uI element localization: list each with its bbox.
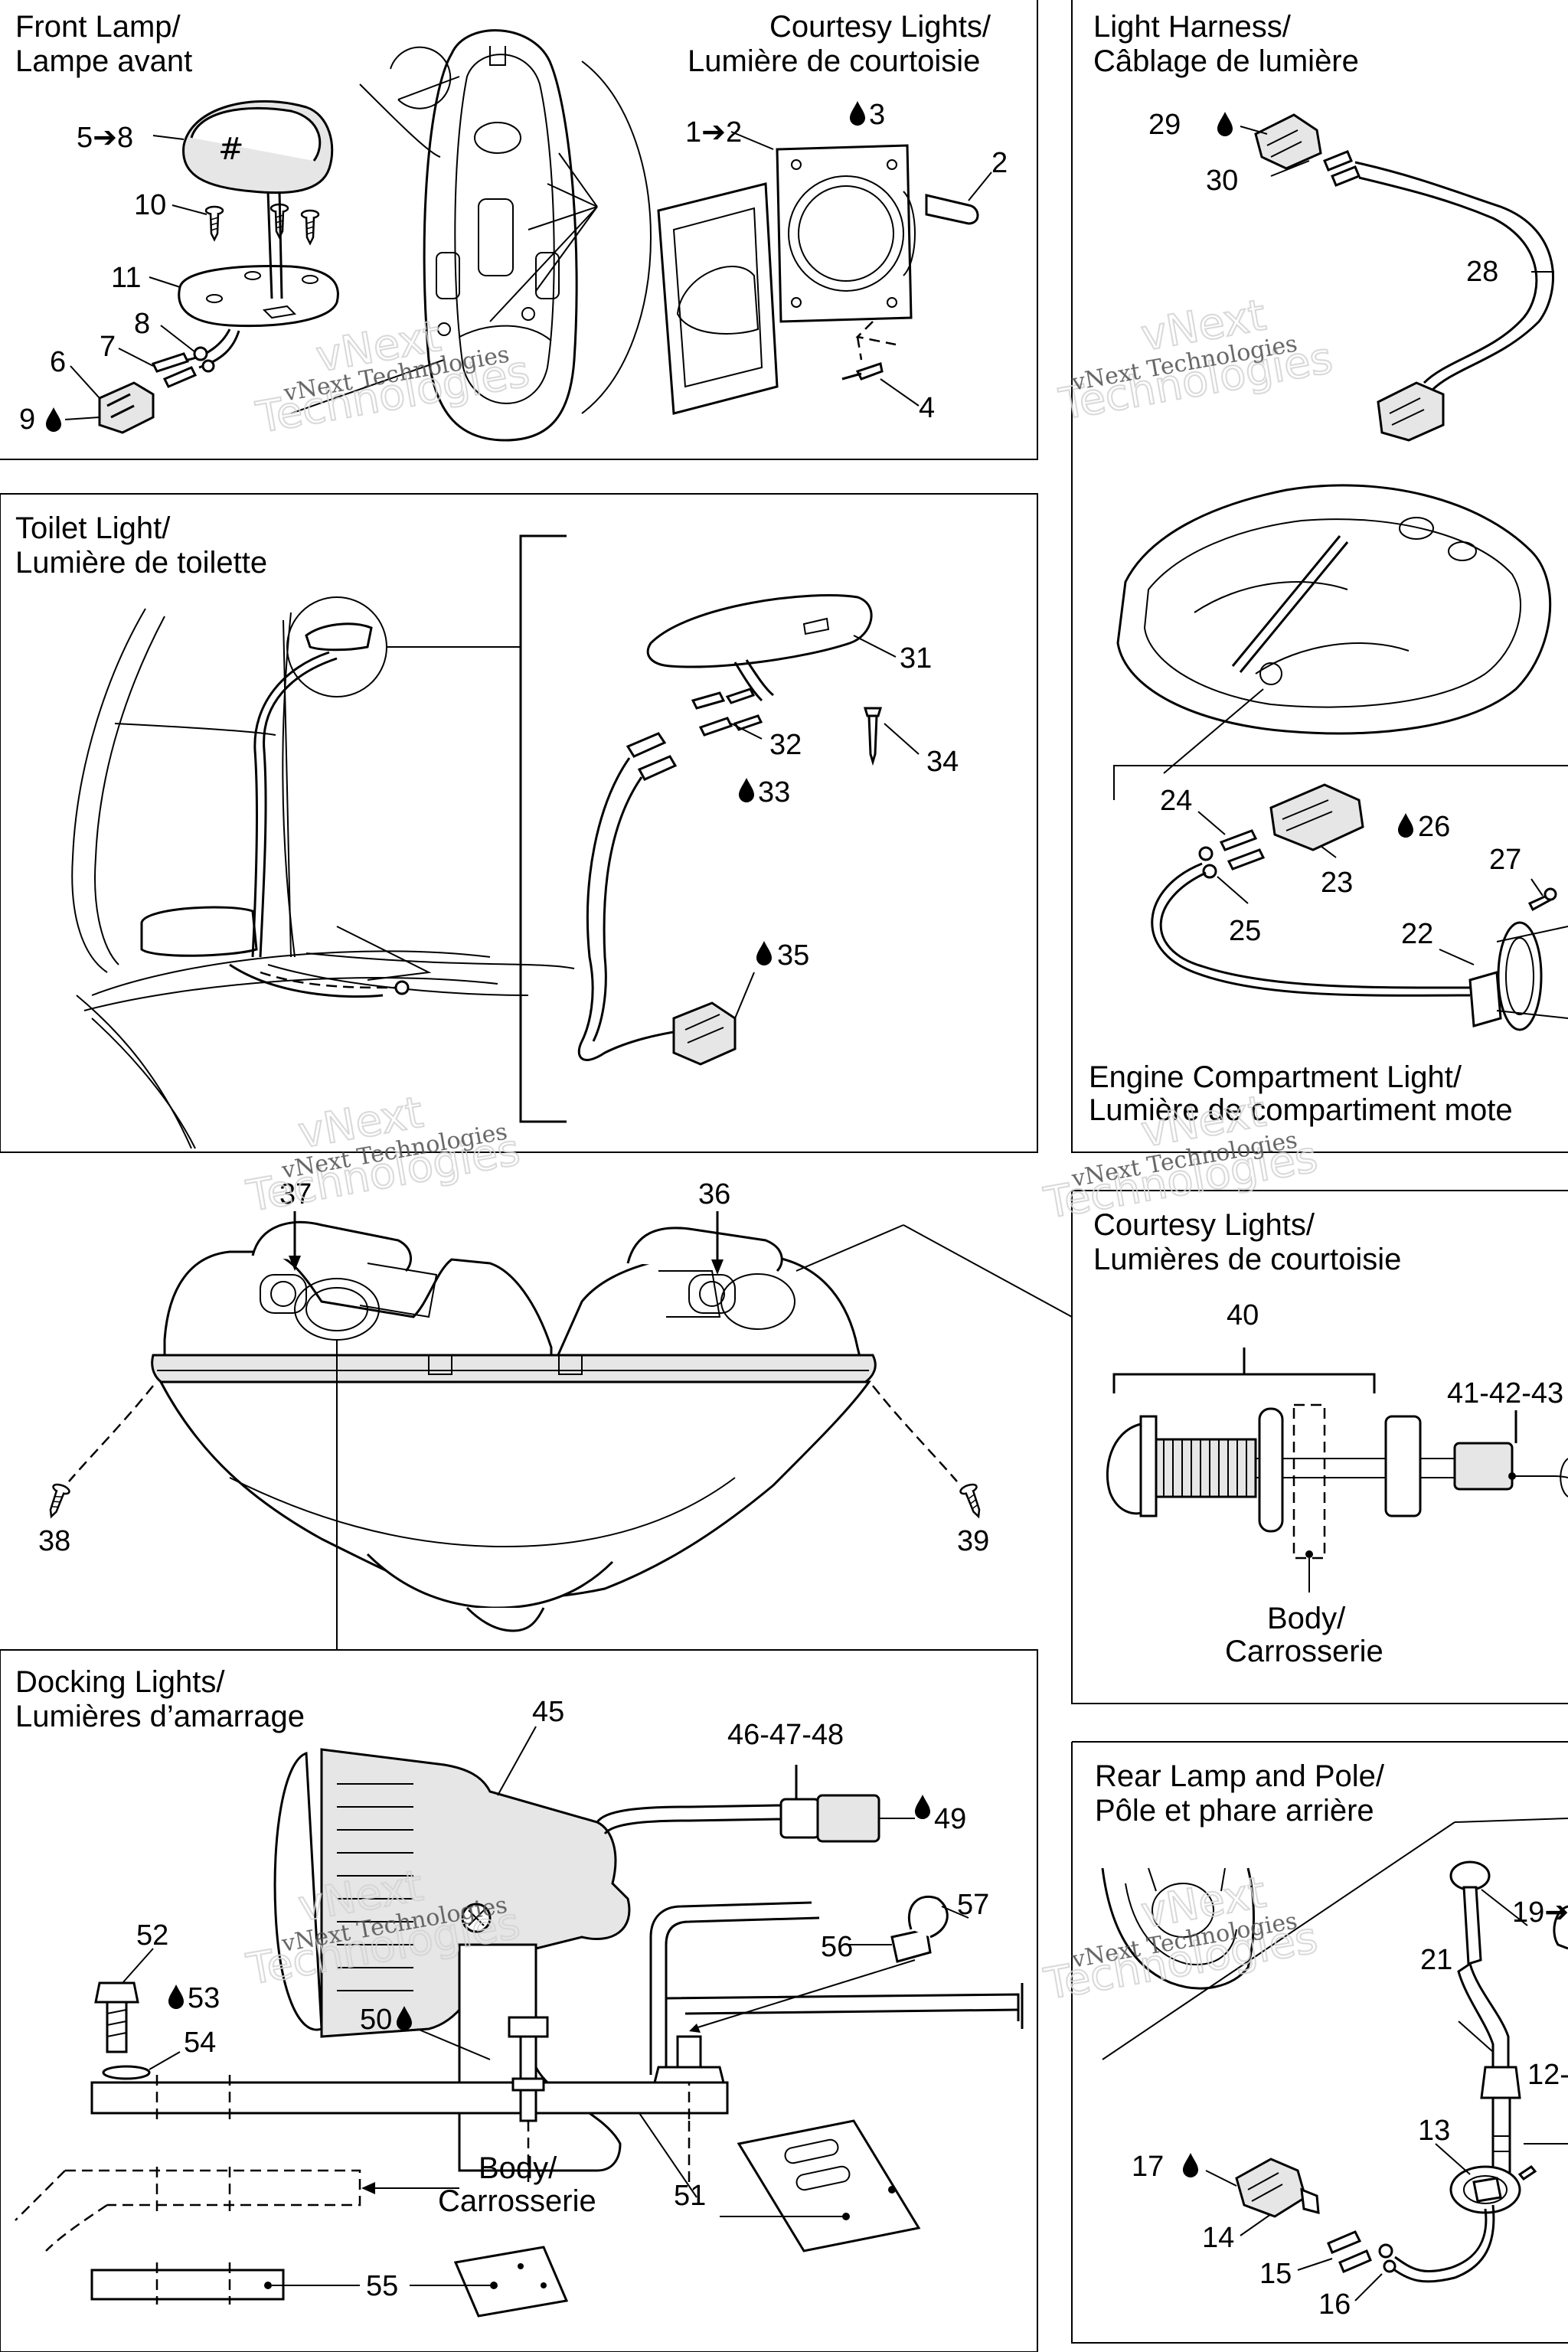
callout-2: 2 xyxy=(991,147,1008,179)
rear-lamp-subtitle: Pôle et phare arrière xyxy=(1095,1794,1374,1828)
callout-24: 24 xyxy=(1160,785,1192,817)
callout-29: 29 xyxy=(1148,109,1181,141)
engine-compartment-subtitle: Lumière de compartiment mote xyxy=(1089,1093,1513,1127)
callout-37: 37 xyxy=(279,1178,312,1210)
callout-50: 50 xyxy=(360,2004,392,2036)
light-harness-title: Light Harness/ xyxy=(1093,10,1292,44)
body-label-docking: Body/ xyxy=(479,2151,557,2185)
callout-22: 22 xyxy=(1401,918,1433,950)
courtesy-top-section: Courtesy Lights/ Lumière de courtoisie 1… xyxy=(657,10,1008,424)
callout-13: 13 xyxy=(1418,2115,1450,2147)
callout-17: 17 xyxy=(1132,2151,1164,2183)
callout-53: 53 xyxy=(188,1982,220,2014)
callout-57: 57 xyxy=(957,1889,989,1921)
callout-1-2: 1➔2 xyxy=(685,116,742,149)
callout-27: 27 xyxy=(1489,844,1521,876)
drop-icon xyxy=(915,1795,930,1819)
callout-32: 32 xyxy=(769,729,802,761)
callout-4: 4 xyxy=(919,392,935,424)
callout-11: 11 xyxy=(111,262,141,294)
front-lamp-section: Front Lamp/ Lampe avant # xyxy=(15,10,652,442)
callout-16: 16 xyxy=(1318,2288,1351,2321)
callout-21: 21 xyxy=(1420,1944,1452,1976)
front-lamp-title: Front Lamp/ xyxy=(15,10,181,44)
callout-51: 51 xyxy=(674,2180,706,2212)
callout-34: 34 xyxy=(926,746,959,778)
drop-icon xyxy=(168,1984,184,2009)
callout-40: 40 xyxy=(1227,1299,1259,1331)
courtesy-top-title: Courtesy Lights/ xyxy=(769,10,991,44)
light-harness-subtitle: Câblage de lumière xyxy=(1093,44,1359,78)
courtesy-right-title: Courtesy Lights/ xyxy=(1093,1208,1315,1242)
callout-10: 10 xyxy=(134,189,166,221)
rear-lamp-title: Rear Lamp and Pole/ xyxy=(1095,1759,1385,1793)
callout-45: 45 xyxy=(532,1696,564,1728)
docking-lights-subtitle: Lumières d’amarrage xyxy=(15,1700,305,1733)
drop-icon xyxy=(850,101,865,126)
light-harness-section: Light Harness/ Câblage de lumière 29 30 … xyxy=(1093,10,1554,442)
drop-icon xyxy=(739,778,754,802)
callout-46-48: 46-47-48 xyxy=(727,1719,844,1751)
callout-25: 25 xyxy=(1229,915,1261,947)
callout-33: 33 xyxy=(758,776,790,808)
callout-15: 15 xyxy=(1259,2258,1292,2290)
drop-icon xyxy=(46,407,61,432)
callout-55: 55 xyxy=(366,2270,398,2302)
callout-36: 36 xyxy=(698,1178,730,1210)
callout-38: 38 xyxy=(38,1525,70,1557)
drop-icon xyxy=(1398,813,1413,838)
docking-lights-section: Docking Lights/ Lumières d’amarrage xyxy=(15,1665,1024,2318)
rear-lamp-section: Rear Lamp and Pole/ Pôle et phare arrièr… xyxy=(1095,1759,1568,2321)
callout-56: 56 xyxy=(821,1931,853,1963)
callout-30: 30 xyxy=(1206,165,1238,197)
body-label-docking-fr: Carrosserie xyxy=(438,2184,596,2218)
toilet-light-subtitle: Lumière de toilette xyxy=(15,546,267,580)
callout-3: 3 xyxy=(869,99,885,131)
callout-19: 19➔ xyxy=(1512,1896,1568,1929)
drop-icon xyxy=(1183,2153,1198,2177)
boat-front-view: 37 36 38 39 xyxy=(38,1178,1073,1650)
callout-39: 39 xyxy=(957,1525,989,1557)
callout-7: 7 xyxy=(100,331,116,363)
drop-icon xyxy=(1217,112,1233,136)
callout-41-43: 41-42-43 xyxy=(1447,1377,1563,1410)
callout-26: 26 xyxy=(1418,811,1450,843)
callout-12: 12- xyxy=(1527,2059,1568,2091)
callout-52: 52 xyxy=(136,1919,168,1952)
toilet-light-section: Toilet Light/ Lumière de toilette xyxy=(15,511,959,1149)
docking-lights-title: Docking Lights/ xyxy=(15,1665,225,1699)
body-label-fr: Carrosserie xyxy=(1225,1635,1383,1668)
front-lamp-subtitle: Lampe avant xyxy=(15,44,192,78)
body-label: Body/ xyxy=(1267,1602,1346,1635)
callout-35: 35 xyxy=(777,939,809,972)
callout-14: 14 xyxy=(1202,2222,1234,2254)
callout-28: 28 xyxy=(1466,256,1498,288)
courtesy-top-subtitle: Lumière de courtoisie xyxy=(688,44,980,78)
callout-49: 49 xyxy=(934,1803,966,1835)
callout-23: 23 xyxy=(1321,867,1353,899)
callout-31: 31 xyxy=(900,642,932,675)
callout-8: 8 xyxy=(134,308,150,340)
toilet-light-title: Toilet Light/ xyxy=(15,511,171,545)
engine-compartment-title: Engine Compartment Light/ xyxy=(1089,1060,1462,1094)
callout-9: 9 xyxy=(19,403,35,436)
courtesy-right-section: Courtesy Lights/ Lumières de courtoisie xyxy=(1093,1208,1568,1668)
drop-icon xyxy=(756,941,772,965)
svg-text:#: # xyxy=(218,132,244,167)
callout-54: 54 xyxy=(184,2027,216,2059)
callout-5-8: 5➔8 xyxy=(77,122,133,154)
courtesy-right-subtitle: Lumières de courtoisie xyxy=(1093,1243,1401,1276)
engine-compartment-section: Engine Compartment Light/ Lumière de com… xyxy=(1089,484,1568,1127)
callout-6: 6 xyxy=(50,346,66,378)
